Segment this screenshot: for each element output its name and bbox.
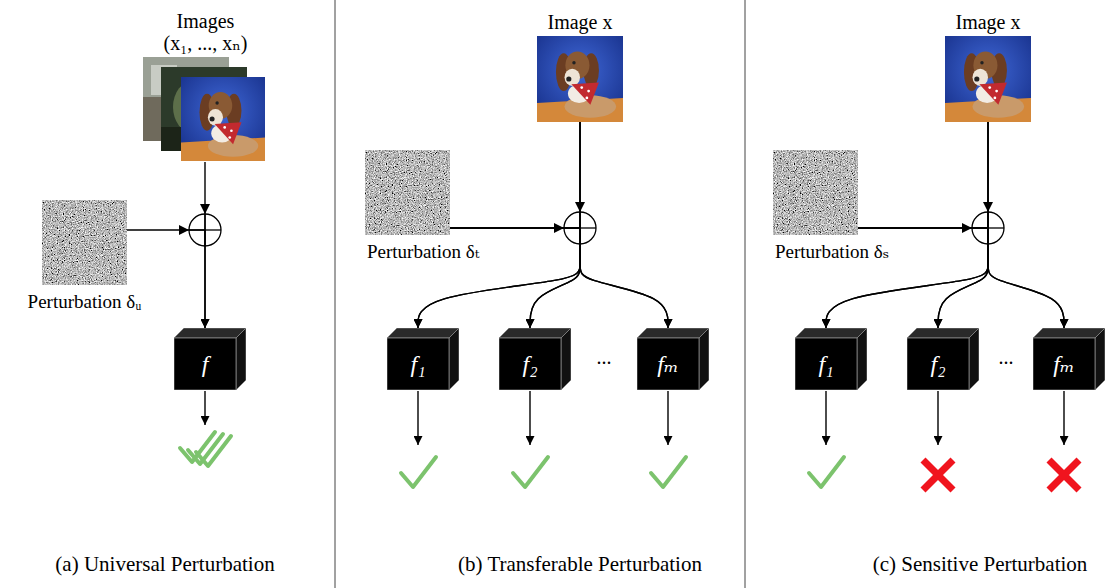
- panel-divider: [335, 0, 336, 588]
- model-name: fₘ: [657, 350, 678, 378]
- image-heading: (x₁, ..., xₙ): [164, 32, 248, 54]
- model-name: f₁: [818, 350, 833, 378]
- dog-photo: [181, 77, 265, 161]
- ellipsis: ...: [999, 346, 1014, 369]
- model-box: f: [174, 328, 246, 390]
- connector-arrow: [127, 230, 205, 328]
- output-arrows: [205, 391, 1064, 445]
- connector-arrow: [530, 122, 580, 328]
- model-box: f₁: [387, 328, 459, 390]
- perturbation-noise: Perturbation δₛ: [773, 150, 858, 235]
- panel-caption: (c) Sensitive Perturbation: [873, 552, 1088, 577]
- model-box: f₁: [795, 328, 867, 390]
- perturbation-label: Perturbation δₛ: [775, 241, 889, 263]
- image-heading: Image x: [548, 11, 613, 33]
- check-marks: [180, 432, 844, 487]
- dog-photo: [537, 36, 623, 122]
- perturbation-label: Perturbation δᵤ: [28, 291, 142, 313]
- ellipsis: ...: [597, 346, 612, 369]
- sum-input-arrowheads: [179, 202, 993, 235]
- model-name: f₁: [410, 350, 425, 378]
- image-picture: [143, 57, 268, 162]
- panel-caption: (a) Universal Perturbation: [55, 552, 274, 577]
- noise-pattern: [773, 150, 858, 235]
- connector-arrow: [450, 228, 668, 328]
- perturbation-noise: Perturbation δᵤ: [42, 200, 127, 285]
- model-name: f: [202, 350, 209, 378]
- perturbation-noise: Perturbation δₜ: [365, 150, 450, 235]
- dog-photo: [945, 36, 1031, 122]
- model-box: fₘ: [1033, 328, 1105, 390]
- model-name: f₂: [522, 350, 537, 378]
- connector-arrow: [988, 122, 1064, 328]
- model-name: f₂: [930, 350, 945, 378]
- perturbation-label: Perturbation δₜ: [367, 241, 479, 263]
- noise-pattern: [365, 150, 450, 235]
- image-picture: [537, 36, 623, 122]
- image-heading: Images: [164, 10, 248, 32]
- model-name: fₘ: [1053, 350, 1074, 378]
- box-3d-shape: [174, 328, 246, 390]
- model-box: f₂: [499, 328, 571, 390]
- connector-arrow: [580, 122, 668, 328]
- cross-marks: [923, 460, 1079, 490]
- panel-divider: [745, 0, 746, 588]
- image-picture: [945, 36, 1031, 122]
- image-heading: Image x: [956, 11, 1021, 33]
- input-image: Image x: [537, 36, 623, 122]
- sum-symbol: [189, 212, 1004, 246]
- image-stack: Images(x₁, ..., xₙ): [143, 57, 268, 162]
- panel-caption: (b) Transferable Perturbation: [458, 552, 702, 577]
- connector-arrow: [938, 122, 988, 328]
- input-image: Image x: [945, 36, 1031, 122]
- model-box: f₂: [907, 328, 979, 390]
- noise-pattern: [42, 200, 127, 285]
- model-box: fₘ: [637, 328, 709, 390]
